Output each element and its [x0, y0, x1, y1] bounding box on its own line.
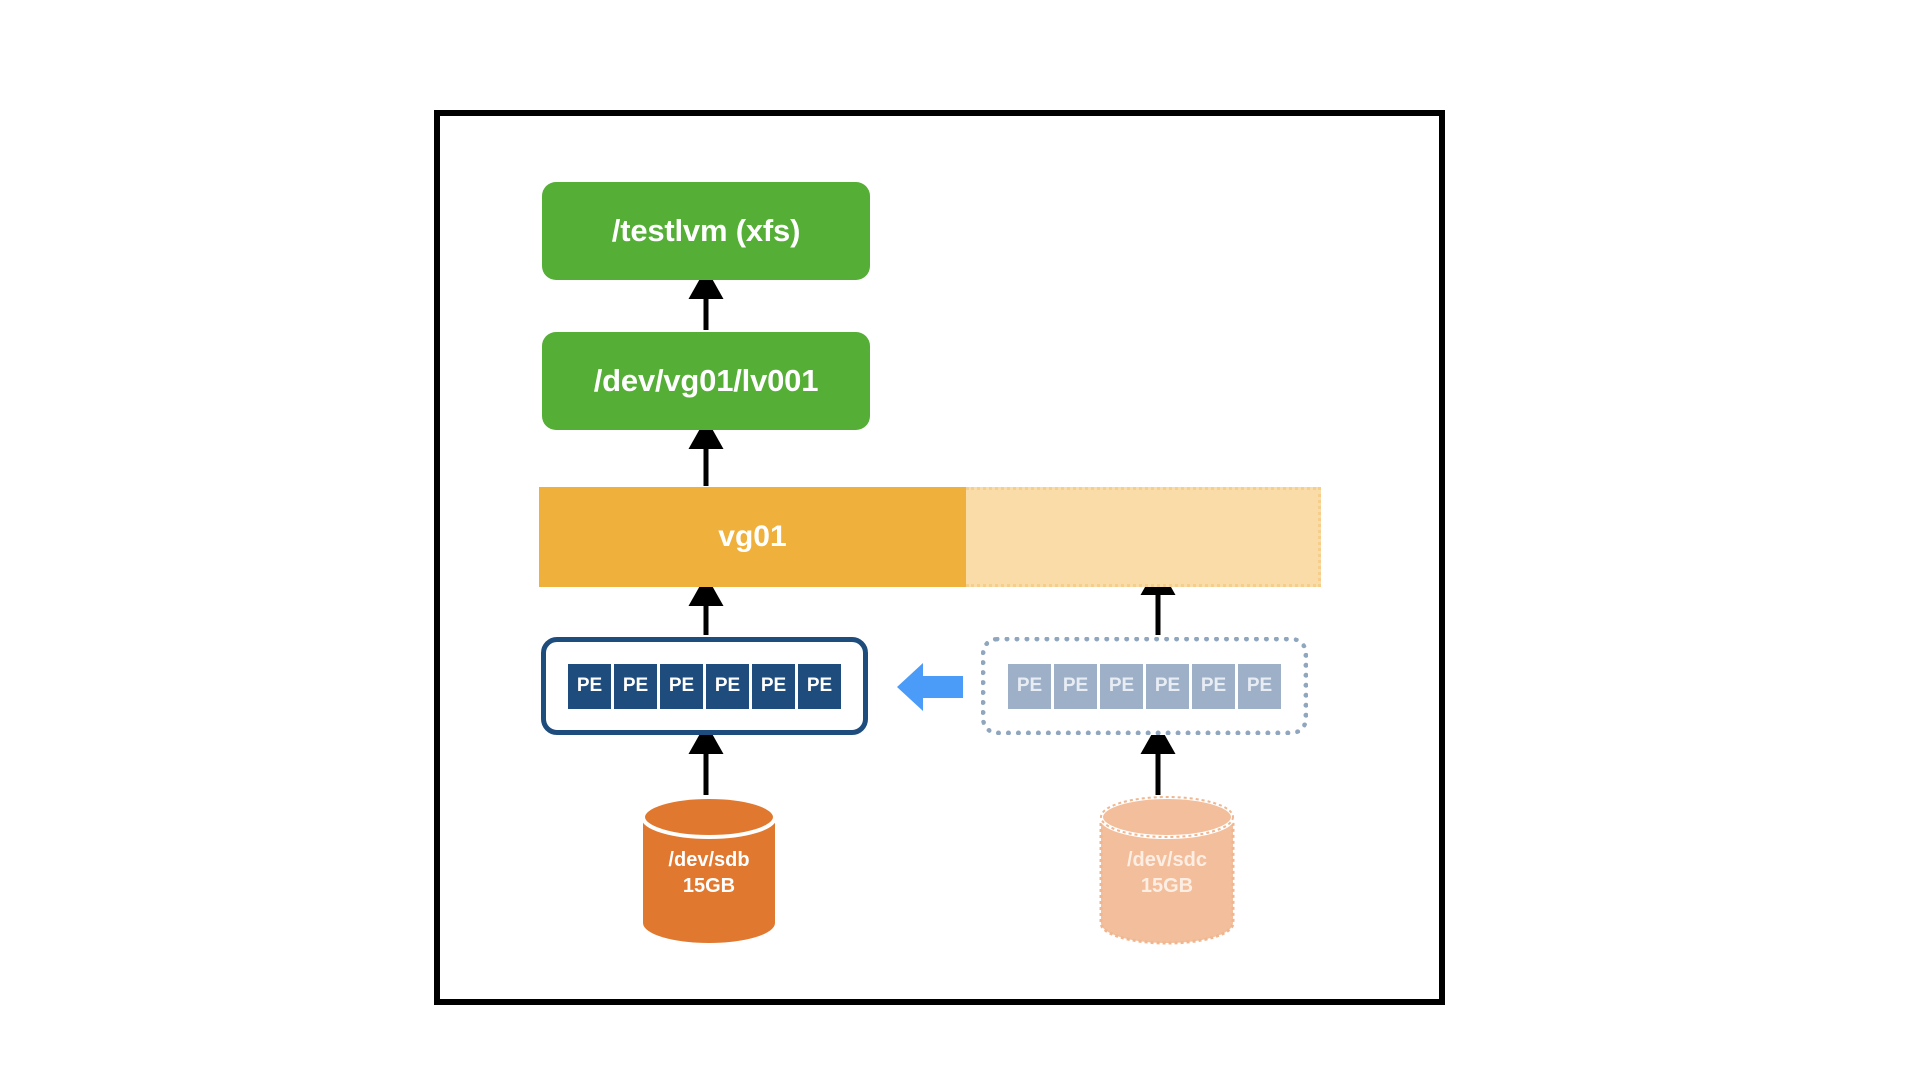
pe-cell: PE	[798, 663, 841, 709]
pe-row-new: PE PE PE PE PE PE	[1008, 663, 1281, 709]
pe-cell: PE	[660, 663, 703, 709]
vg-free-segment	[966, 487, 1321, 587]
cylinder-icon	[641, 795, 777, 943]
logical-volume-label: /dev/vg01/lv001	[593, 363, 819, 398]
pe-cell: PE	[1192, 663, 1235, 709]
mount-point-label: /testlvm (xfs)	[611, 213, 801, 248]
vg-label: vg01	[718, 520, 787, 553]
pe-row-active: PE PE PE PE PE PE	[568, 663, 841, 709]
mount-point-box[interactable]: /testlvm (xfs)	[542, 182, 870, 280]
pe-cell: PE	[614, 663, 657, 709]
pe-cell: PE	[1238, 663, 1281, 709]
pe-cell: PE	[1054, 663, 1097, 709]
pe-cell: PE	[1146, 663, 1189, 709]
volume-group-bar[interactable]: vg01	[539, 487, 1321, 587]
disk-cylinder-sdc[interactable]: /dev/sdc 15GB	[1099, 795, 1235, 945]
pe-cell: PE	[706, 663, 749, 709]
vg-used-segment: vg01	[539, 487, 966, 587]
pe-cell: PE	[568, 663, 611, 709]
logical-volume-box[interactable]: /dev/vg01/lv001	[542, 332, 870, 430]
pe-group-active[interactable]: PE PE PE PE PE PE	[541, 637, 868, 735]
cylinder-icon	[1099, 795, 1235, 945]
pe-cell: PE	[1008, 663, 1051, 709]
arrow-left-icon	[897, 663, 963, 711]
pe-cell: PE	[752, 663, 795, 709]
pe-group-new[interactable]: PE PE PE PE PE PE	[981, 637, 1308, 735]
disk-cylinder-sdb[interactable]: /dev/sdb 15GB	[641, 795, 777, 945]
pe-cell: PE	[1100, 663, 1143, 709]
